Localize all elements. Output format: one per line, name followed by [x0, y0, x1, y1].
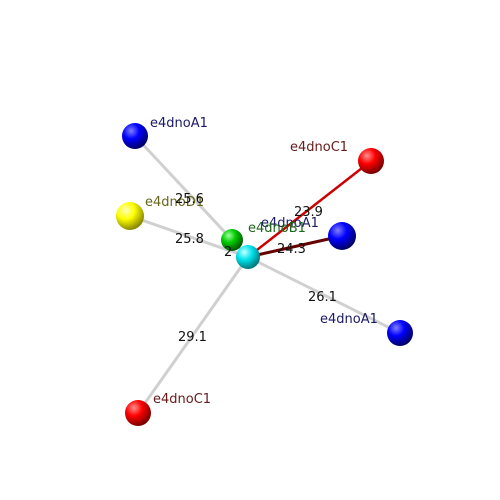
distance-c1-top: 23.9: [294, 205, 323, 220]
atom-c1-top: [358, 148, 384, 174]
label-a1-right: e4dnoA1: [320, 312, 378, 327]
atom-a1-right: [387, 320, 413, 346]
label-b1: e4dnoB1: [248, 221, 306, 236]
label-c1-bottom: e4dnoC1: [153, 392, 211, 407]
bonds: [129, 134, 401, 414]
distance-a1-right: 26.1: [308, 290, 337, 305]
distance-c1-bottom: 29.1: [178, 330, 207, 345]
distance-a1-mid: 24.3: [277, 242, 306, 257]
label-c1-top: e4dnoC1: [290, 140, 348, 155]
label-a1-top: e4dnoA1: [150, 116, 208, 131]
distance-b1: 2: [224, 245, 232, 260]
label-a1-mid: e4dnoA1: [261, 216, 319, 231]
atom-d1: [116, 202, 144, 230]
atom-a1-top: [122, 123, 148, 149]
atom-labels: e4dnoA1 e4dnoC1 e4dnoD1 e4dnoA1 e4dnoB1 …: [145, 116, 378, 407]
atoms: [116, 123, 413, 426]
bond-c1-top: [247, 160, 372, 258]
distance-a1-top: 25.6: [175, 192, 204, 207]
distance-d1: 25.8: [175, 232, 204, 247]
distance-labels: 25.6 23.9 25.8 2 24.3 26.1 29.1: [175, 192, 337, 345]
atom-a1-mid: [328, 222, 356, 250]
bond-a1-right: [247, 255, 401, 335]
bond-a1-mid: [247, 234, 343, 259]
bond-c1-bottom: [136, 256, 250, 414]
label-d1: e4dnoD1: [145, 195, 204, 210]
atom-c1-bottom: [125, 400, 151, 426]
atom-center: [236, 245, 260, 269]
atom-b1: [221, 229, 243, 251]
